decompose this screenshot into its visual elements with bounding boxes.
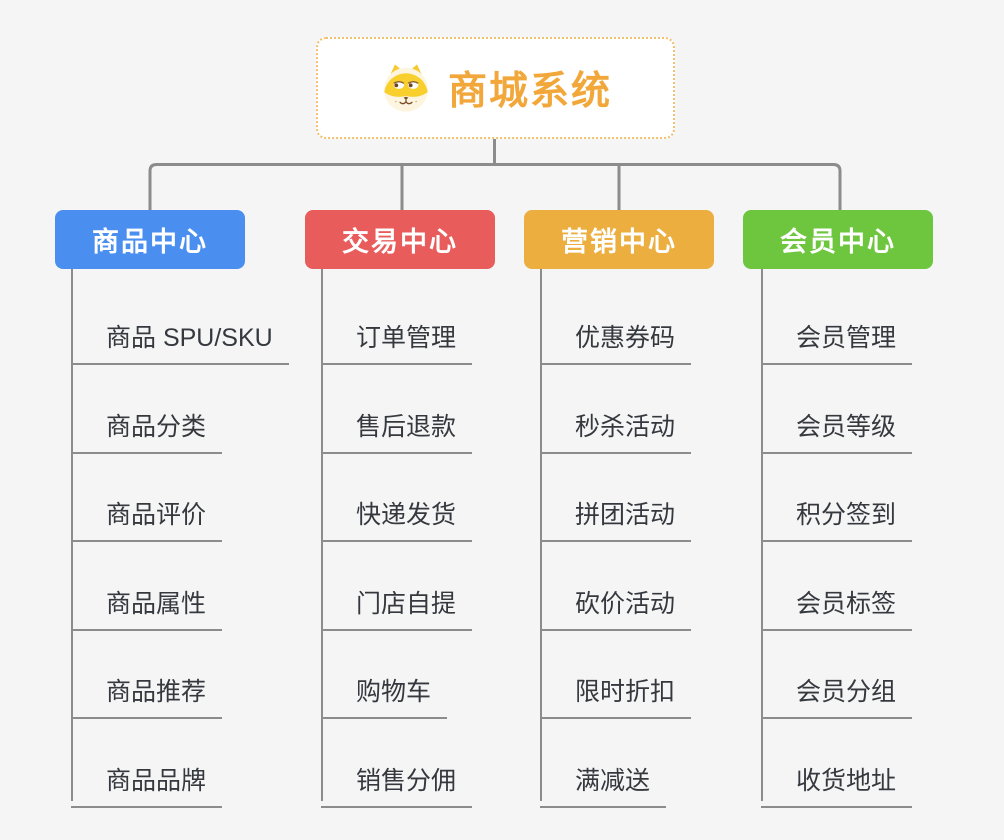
branch-box-member-center[interactable]: 会员中心 bbox=[743, 210, 933, 269]
leaf-item[interactable]: 会员分组 bbox=[761, 672, 913, 719]
leaf-column-marketing-center: 优惠券码 秒杀活动 拼团活动 砍价活动 限时折扣 满减送 bbox=[540, 269, 692, 808]
branch-label: 会员中心 bbox=[780, 227, 896, 257]
leaf-item[interactable]: 秒杀活动 bbox=[540, 407, 692, 454]
leaf-item[interactable]: 订单管理 bbox=[321, 318, 473, 365]
root-node[interactable]: 商城系统 bbox=[316, 37, 675, 139]
leaf-item[interactable]: 商品 SPU/SKU bbox=[71, 318, 289, 365]
leaf-item[interactable]: 满减送 bbox=[540, 761, 667, 808]
leaf-item[interactable]: 优惠券码 bbox=[540, 318, 692, 365]
leaf-item[interactable]: 快递发货 bbox=[321, 495, 473, 542]
leaf-column-product-center: 商品 SPU/SKU 商品分类 商品评价 商品属性 商品推荐 商品品牌 bbox=[71, 269, 289, 808]
leaf-item[interactable]: 门店自提 bbox=[321, 584, 473, 631]
branch-label: 交易中心 bbox=[342, 227, 458, 257]
leaf-item[interactable]: 购物车 bbox=[321, 672, 448, 719]
leaf-column-member-center: 会员管理 会员等级 积分签到 会员标签 会员分组 收货地址 bbox=[761, 269, 913, 808]
branch-box-marketing-center[interactable]: 营销中心 bbox=[524, 210, 714, 269]
leaf-item[interactable]: 积分签到 bbox=[761, 495, 913, 542]
branch-box-product-center[interactable]: 商品中心 bbox=[55, 210, 245, 269]
leaf-item[interactable]: 收货地址 bbox=[761, 761, 913, 808]
leaf-item[interactable]: 商品分类 bbox=[71, 407, 223, 454]
branch-label: 营销中心 bbox=[561, 227, 677, 257]
leaf-item[interactable]: 商品评价 bbox=[71, 495, 223, 542]
root-title: 商城系统 bbox=[447, 70, 612, 113]
leaf-item[interactable]: 拼团活动 bbox=[540, 495, 692, 542]
leaf-item[interactable]: 商品属性 bbox=[71, 584, 223, 631]
branch-box-trade-center[interactable]: 交易中心 bbox=[305, 210, 495, 269]
leaf-item[interactable]: 商品推荐 bbox=[71, 672, 223, 719]
shiba-dog-icon bbox=[384, 64, 428, 112]
leaf-item[interactable]: 售后退款 bbox=[321, 407, 473, 454]
leaf-item[interactable]: 商品品牌 bbox=[71, 761, 223, 808]
leaf-item[interactable]: 销售分佣 bbox=[321, 761, 473, 808]
leaf-item[interactable]: 会员标签 bbox=[761, 584, 913, 631]
leaf-column-trade-center: 订单管理 售后退款 快递发货 门店自提 购物车 销售分佣 bbox=[321, 269, 473, 808]
leaf-item[interactable]: 会员管理 bbox=[761, 318, 913, 365]
branch-label: 商品中心 bbox=[92, 227, 208, 257]
leaf-item[interactable]: 限时折扣 bbox=[540, 672, 692, 719]
leaf-item[interactable]: 砍价活动 bbox=[540, 584, 692, 631]
leaf-item[interactable]: 会员等级 bbox=[761, 407, 913, 454]
